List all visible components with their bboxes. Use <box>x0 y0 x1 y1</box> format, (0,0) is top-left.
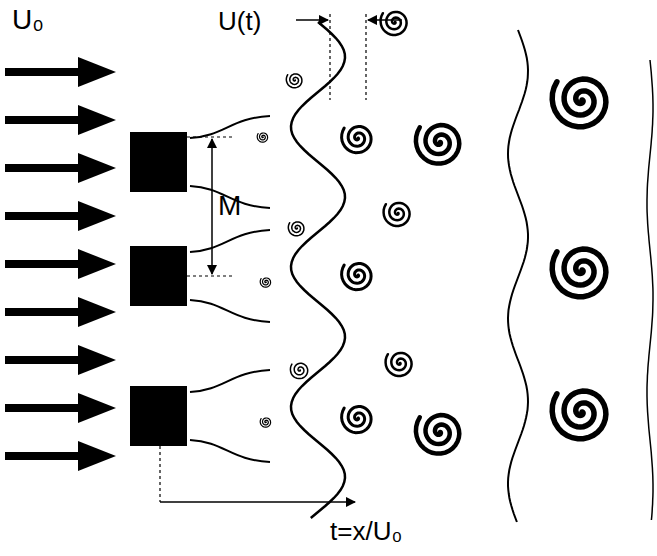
eddy-spiral <box>286 74 302 88</box>
wake-line <box>190 300 270 322</box>
velocity-wave <box>647 60 653 520</box>
eddy-spiral <box>342 407 372 433</box>
time-axis <box>160 446 355 502</box>
diagram-label: t=x/U₀ <box>330 518 402 544</box>
velocity-amplitude-marks <box>296 14 402 100</box>
velocity-waves <box>291 22 653 522</box>
velocity-wave <box>508 30 528 522</box>
eddy-spiral <box>342 264 372 290</box>
eddies <box>257 12 606 454</box>
flow-arrow-shaft <box>5 260 80 268</box>
eddy-spiral <box>416 125 459 164</box>
diagram-label: M <box>218 192 241 220</box>
flow-arrow-shaft <box>5 212 80 220</box>
wake-line <box>190 230 270 252</box>
eddy-spiral <box>416 415 459 454</box>
eddy-spiral <box>288 222 304 236</box>
eddy-spiral <box>552 79 606 127</box>
flow-arrow-head <box>78 57 116 87</box>
flow-arrow-head <box>78 105 116 135</box>
eddy-spiral <box>552 249 606 297</box>
eddy-spiral <box>384 203 410 226</box>
wake-line <box>190 370 270 392</box>
velocity-wave <box>291 22 345 518</box>
eddy-spiral <box>386 353 412 376</box>
eddy-spiral <box>342 127 372 153</box>
diagram-label: U₀ <box>12 6 44 34</box>
flow-arrow-shaft <box>5 164 80 172</box>
eddy-spiral <box>381 12 407 35</box>
flow-arrow-head <box>78 345 116 375</box>
grid-bars <box>130 132 187 446</box>
flow-arrow-head <box>78 249 116 279</box>
eddy-spiral <box>552 391 606 439</box>
flow-arrow-head <box>78 153 116 183</box>
eddy-spiral <box>260 418 270 427</box>
wake-line <box>190 440 270 462</box>
flow-arrow-head <box>78 393 116 423</box>
eddy-spiral <box>257 133 267 142</box>
flow-arrow-head <box>78 441 116 471</box>
flow-arrow-shaft <box>5 308 80 316</box>
flow-arrow-shaft <box>5 116 80 124</box>
flow-arrow-shaft <box>5 452 80 460</box>
flow-arrow-shaft <box>5 404 80 412</box>
wake-lines <box>190 116 270 462</box>
eddy-spiral <box>290 363 307 378</box>
inflow-arrows <box>5 57 116 471</box>
eddy-spiral <box>260 278 270 287</box>
diagram-label: U(t) <box>218 8 261 34</box>
flow-arrow-head <box>78 297 116 327</box>
flow-arrow-shaft <box>5 68 80 76</box>
flow-arrow-head <box>78 201 116 231</box>
flow-arrow-shaft <box>5 356 80 364</box>
